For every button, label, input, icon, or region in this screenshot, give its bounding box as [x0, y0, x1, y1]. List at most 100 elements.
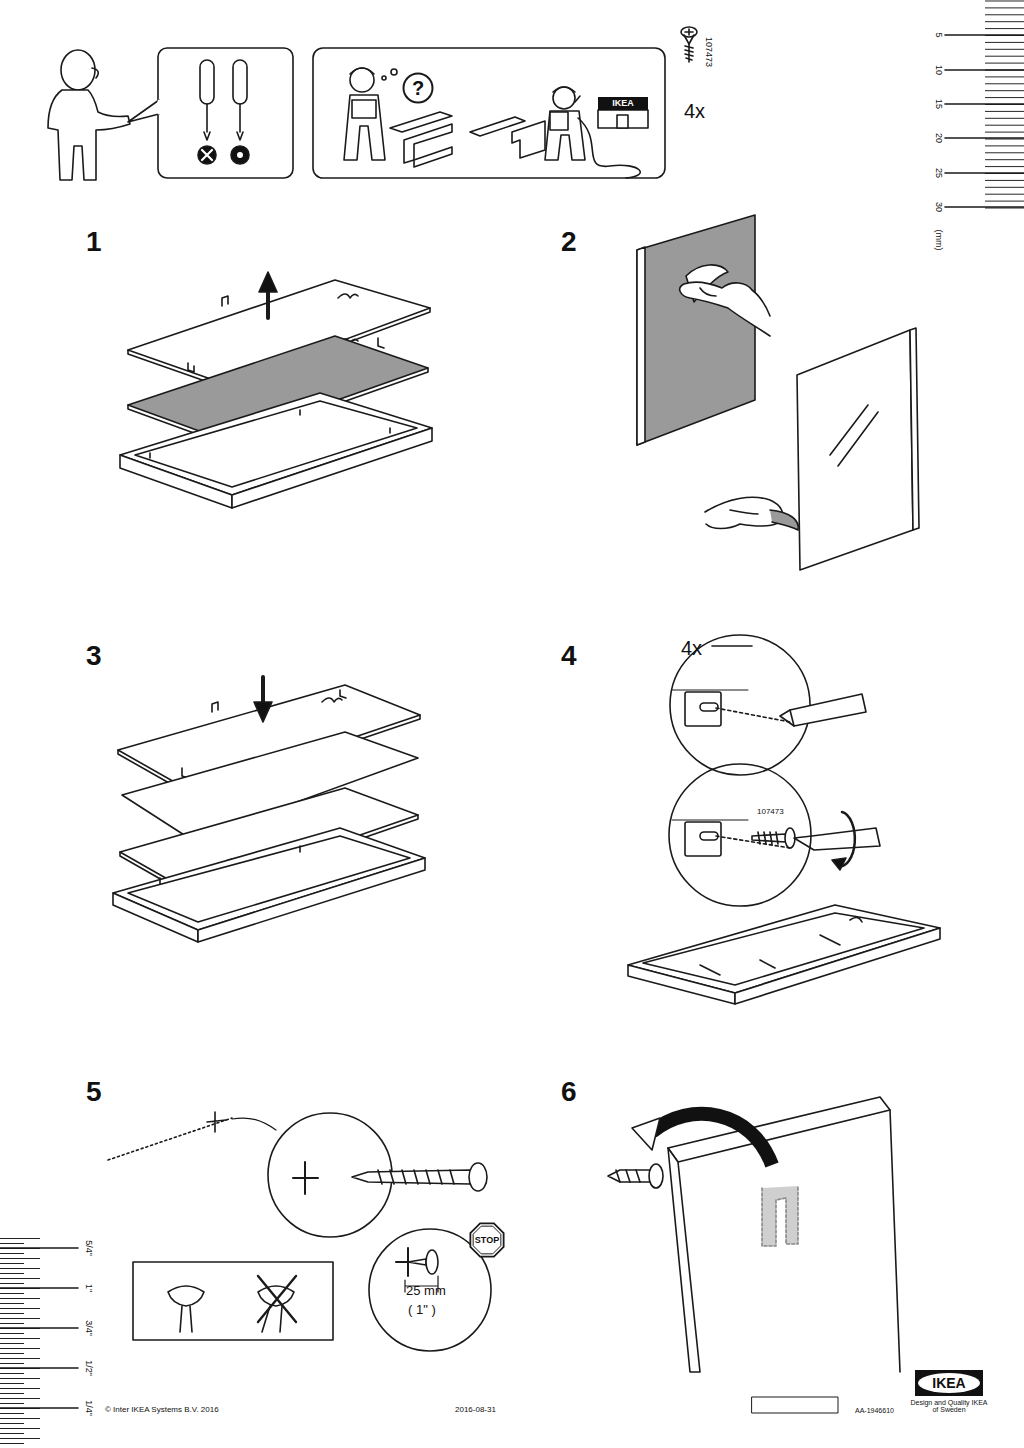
node-label: 25 mm [406, 1284, 446, 1297]
brand-tagline: Design and Quality IKEA of Sweden [910, 1399, 988, 1413]
ruler-mark: 15 [934, 99, 943, 109]
back-board [188, 363, 194, 372]
inch-ruler [0, 1247, 78, 1249]
quantity: 4x [681, 638, 702, 658]
screw [649, 1164, 663, 1188]
hang-arrow [632, 1114, 772, 1165]
insert-arrow [254, 702, 272, 722]
octagon-outline [473, 1226, 501, 1254]
screwdriver-symbol [233, 60, 247, 104]
help-box [350, 68, 374, 92]
node-label: ? [412, 78, 424, 98]
screw-detail [672, 820, 748, 821]
screw-head-box [133, 1262, 333, 1340]
frame [113, 828, 425, 942]
hanging-frame [668, 1097, 900, 1372]
hand [730, 510, 758, 514]
mm-ruler [945, 69, 1024, 71]
brand-logo: IKEA [915, 1370, 983, 1396]
ruler-mark: 5 [934, 32, 943, 37]
mm-ruler [945, 172, 1024, 174]
step-number: 4 [561, 642, 577, 670]
ruler-mark: 3/4" [84, 1320, 93, 1336]
lift-arrow [259, 272, 277, 318]
back-board [222, 296, 228, 306]
detail-circle [700, 703, 718, 711]
detail-circle [469, 1163, 487, 1191]
screwdriver-symbol [231, 146, 249, 164]
help-box [550, 112, 568, 130]
screw-detail [794, 828, 880, 850]
glass-pane [797, 330, 913, 570]
insert-arrow [254, 677, 272, 722]
screwdriver-symbol [200, 60, 214, 104]
step-number: 3 [86, 642, 102, 670]
screw-head-box [133, 1262, 333, 1340]
detail-circle [670, 635, 810, 775]
step-number: 1 [86, 228, 102, 256]
back-board [212, 702, 218, 712]
inch-ruler [0, 1327, 78, 1329]
bubble-outline [404, 74, 433, 103]
screwdriver-symbol [198, 146, 216, 164]
glass-pane [830, 405, 878, 466]
back-board [338, 294, 358, 298]
frame [628, 965, 735, 1004]
mm-ruler [945, 206, 1024, 208]
ruler-mark: 25 [934, 168, 943, 178]
assistant-figure [48, 90, 130, 180]
store-sign: IKEA [598, 97, 648, 110]
stop-sign: STOP [468, 1221, 506, 1259]
back-board [322, 698, 342, 702]
frame [232, 428, 432, 508]
frame [150, 410, 390, 458]
step-number: 6 [561, 1078, 577, 1106]
frame [628, 905, 940, 1004]
node-label: STOP [475, 1236, 499, 1245]
hand [680, 282, 770, 336]
hand [705, 497, 798, 530]
help-box [512, 121, 545, 158]
screw-icon [685, 29, 693, 35]
help-box [598, 110, 648, 128]
hanging-frame [762, 1186, 798, 1246]
screw [616, 1170, 640, 1182]
detail-circle-outline [668, 763, 812, 907]
mm-ruler [945, 137, 1024, 139]
screw-head-box [262, 1306, 282, 1332]
detail-circle [685, 692, 721, 726]
ruler-mark: 30 [934, 202, 943, 212]
screw-detail [752, 834, 786, 842]
screw [608, 1164, 663, 1188]
octagon-outline [470, 1223, 503, 1256]
detail-circle [716, 708, 790, 722]
inch-ruler [0, 1367, 78, 1369]
date-note: 2016-08-31 [455, 1406, 496, 1414]
detail-circle [712, 645, 752, 647]
screwdriver-symbol [237, 132, 243, 140]
tool-bubble [128, 100, 159, 122]
help-box [617, 115, 628, 128]
frame [198, 858, 425, 942]
detail-circle [293, 1162, 318, 1194]
help-box [553, 87, 575, 92]
hang-arrow [632, 1118, 660, 1150]
screwdriver-symbol [206, 104, 208, 132]
screw-detail [758, 832, 778, 844]
screw-icon [684, 35, 694, 44]
detail-circle [780, 710, 794, 726]
frame [120, 455, 232, 508]
screwdriver-symbol [198, 60, 249, 164]
hang-arrow [652, 1114, 772, 1165]
inch-ruler [0, 1238, 40, 1448]
detail-circle: 107473 [668, 763, 812, 907]
screw-detail [832, 858, 846, 870]
ruler-mark: 1/2" [84, 1360, 93, 1376]
detail-circle [670, 635, 866, 775]
passe-partout [637, 215, 755, 445]
wall-mark [207, 1112, 226, 1132]
ruler-mark: 1" [84, 1284, 93, 1292]
